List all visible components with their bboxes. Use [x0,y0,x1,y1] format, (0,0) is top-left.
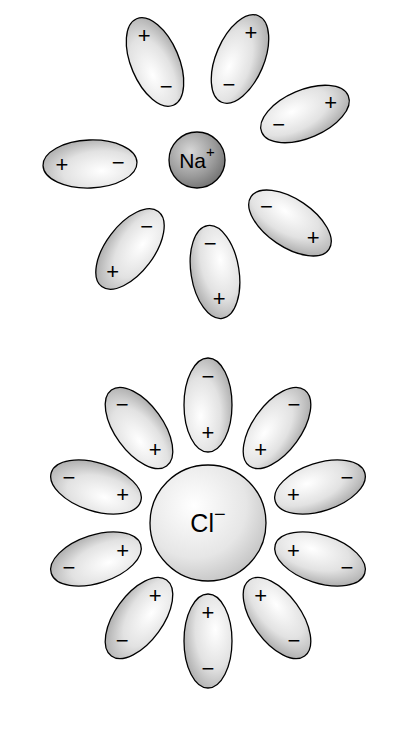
ion-symbol: Cl [190,511,214,536]
molecule-shape [44,449,148,524]
molecule-shape [92,375,186,479]
molecule-shape [184,358,232,452]
partial-charge: − [260,195,273,217]
molecule-shape [230,566,324,670]
partial-charge: − [204,232,217,254]
water-molecule: +− [159,356,257,454]
partial-charge: − [202,658,215,680]
molecule-outline [191,10,289,108]
molecule-shape [44,522,148,597]
molecule-outline [228,379,326,477]
partial-charge: − [160,76,173,98]
molecule-shape [82,197,177,301]
water-molecule: −+ [191,10,289,108]
water-molecule: −+ [166,223,264,321]
water-molecule: +− [90,379,188,477]
molecule-shape [184,594,232,688]
water-molecule: +− [47,510,145,608]
ion-circle: Na+ [167,130,227,190]
ion-circle: Cl− [148,463,268,583]
partial-charge: − [223,73,236,95]
partial-charge: − [112,151,125,173]
water-molecule: +− [90,569,188,667]
molecule-shape [252,74,357,155]
water-molecule: −+ [106,13,204,111]
ion-charge: − [214,504,226,524]
partial-charge: + [202,422,215,444]
partial-charge: − [63,466,76,488]
water-molecule: +− [271,438,369,536]
molecule-outline [106,13,204,111]
molecule-shape [237,176,342,268]
molecule-shape [268,449,372,524]
molecule-outline [90,569,188,667]
partial-charge: − [116,630,129,652]
ion-charge: + [206,144,215,159]
water-molecule: −+ [256,65,354,163]
partial-charge: − [287,393,300,415]
partial-charge: + [116,484,129,506]
molecule-outline [256,65,354,163]
partial-charge: + [116,539,129,561]
molecule-outline [228,569,326,667]
partial-charge: + [149,439,162,461]
molecule-outline [81,200,179,298]
partial-charge: − [341,466,354,488]
partial-charge: + [307,227,320,249]
partial-charge: − [116,393,129,415]
water-molecule: −+ [41,115,139,213]
partial-charge: + [149,584,162,606]
partial-charge: + [254,584,267,606]
partial-charge: + [55,153,68,175]
water-molecule: +− [228,379,326,477]
partial-charge: − [272,114,285,136]
water-molecule: +− [228,569,326,667]
molecule-shape [115,9,196,114]
molecule-shape [184,221,246,321]
water-molecule: −+ [241,174,339,272]
partial-charge: − [140,215,153,237]
partial-charge: + [254,439,267,461]
partial-charge: + [106,261,119,283]
partial-charge: + [213,288,226,310]
ion-symbol: Na [179,150,206,171]
molecule-shape [42,138,138,189]
molecule-shape [268,522,372,597]
molecule-outline [241,174,339,272]
partial-charge: + [202,601,215,623]
water-molecule: −+ [81,200,179,298]
partial-charge: − [287,630,300,652]
ion-shape [150,465,266,581]
molecule-outline [90,379,188,477]
water-molecule: +− [159,592,257,690]
partial-charge: − [341,557,354,579]
molecule-shape [200,6,281,111]
partial-charge: − [202,365,215,387]
partial-charge: + [138,24,151,46]
partial-charge: + [324,92,337,114]
partial-charge: − [63,557,76,579]
partial-charge: + [245,21,258,43]
partial-charge: + [287,539,300,561]
molecule-outline [47,510,145,608]
molecule-outline [271,438,369,536]
partial-charge: + [287,484,300,506]
ion-shape [169,132,225,188]
